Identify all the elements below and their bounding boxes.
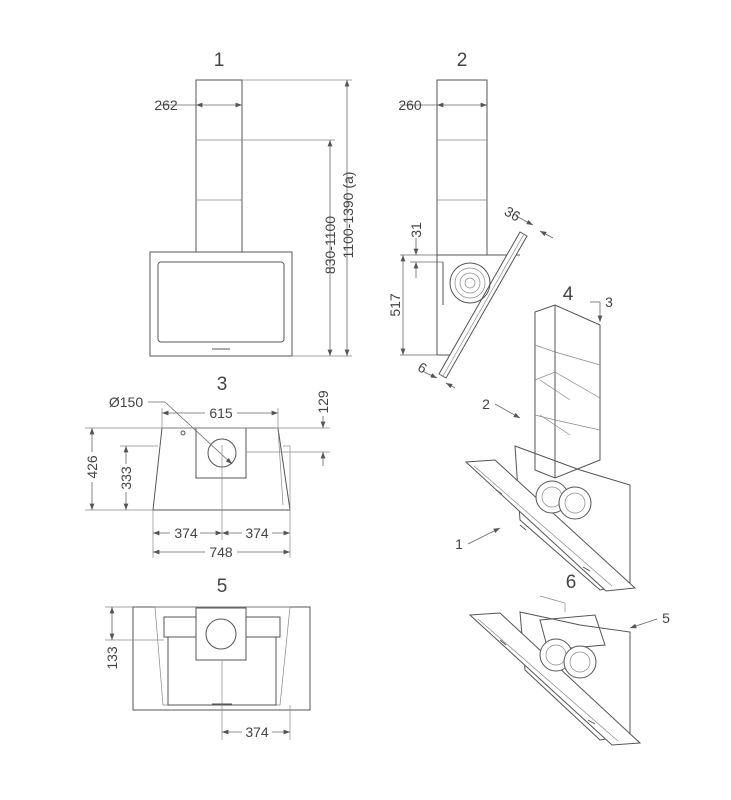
chimney [195,79,243,253]
dimension-half-left: 374 [174,525,198,541]
motor [563,645,597,679]
dimension-width: 260 [398,97,422,113]
view-label: 4 [563,284,574,305]
duct-box [195,427,247,479]
dimension-half-width: 374 [245,724,269,740]
view-label: 6 [566,572,577,593]
view-5-bottom: 5 133 374 [104,576,311,740]
view-1-front: 1 262 830-1100 1100-1390 (a) [149,50,356,357]
glass-panel [157,261,285,343]
glass-panel [468,612,642,746]
view-label: 2 [457,50,468,71]
view-3-top: 3 Ø150 615 129 426 333 [84,374,331,560]
view-label: 5 [217,576,228,597]
dimension-glass-offset: 36 [502,203,524,225]
callout-5: 5 [662,610,670,626]
view-4-isometric: 4 3 2 1 [455,284,637,592]
hood-body [149,251,293,357]
view-label: 3 [217,374,228,395]
dimension-height-outer: 1100-1390 (a) [340,172,356,259]
dimension-height: 133 [104,646,120,670]
callout-2: 2 [482,396,490,412]
chimney [534,304,601,479]
callout-3: 3 [605,294,613,310]
motor [558,486,592,520]
dimension-height-inner: 830-1100 [322,216,338,274]
duct-box [195,607,247,661]
dimension-gap: 31 [408,222,424,238]
callout-1: 1 [455,536,463,552]
dimension-duct-offset: 129 [315,390,331,414]
dimension-half-right: 374 [245,525,269,541]
view-2-side: 2 260 517 31 36 6 [387,50,554,389]
dimension-duct-diameter: Ø150 [109,394,143,410]
view-label: 1 [214,50,225,71]
dimension-height: 517 [387,293,403,317]
motor [449,262,491,304]
view-6-isometric: 6 5 [468,572,670,746]
duct-opening [205,618,237,650]
dimension-side-height: 333 [118,466,134,490]
glass-panel [438,231,528,379]
hood-outline [152,427,291,511]
glass-panel [464,459,637,592]
dimension-top-width: 615 [209,405,233,421]
dimension-height: 426 [84,455,100,479]
dimension-width: 262 [154,97,178,113]
dimension-total-width: 748 [209,544,233,560]
chimney [436,79,488,256]
